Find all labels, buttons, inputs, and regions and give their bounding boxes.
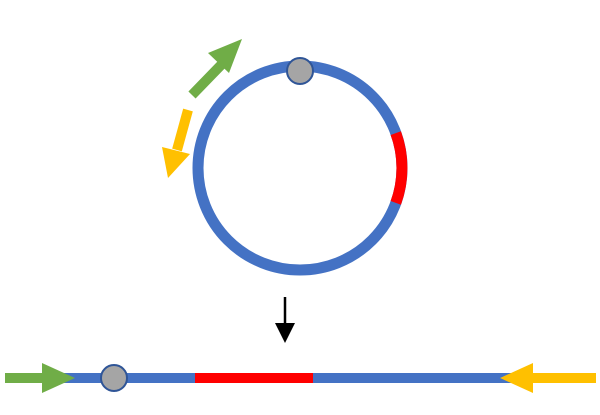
reverse-primer-icon: [162, 108, 193, 178]
plasmid-origin-marker: [286, 57, 314, 85]
linear-reverse-primer-icon: [500, 363, 596, 393]
linear-forward-primer-icon: [5, 363, 75, 393]
down-arrow-icon: [275, 297, 295, 343]
plasmid-insert-segment: [390, 131, 408, 205]
forward-primer-icon: [188, 39, 242, 99]
linear-origin-marker: [100, 364, 128, 392]
plasmid-backbone-ring: [192, 60, 408, 276]
linear-construct: [60, 364, 515, 392]
circular-plasmid: [192, 57, 408, 276]
